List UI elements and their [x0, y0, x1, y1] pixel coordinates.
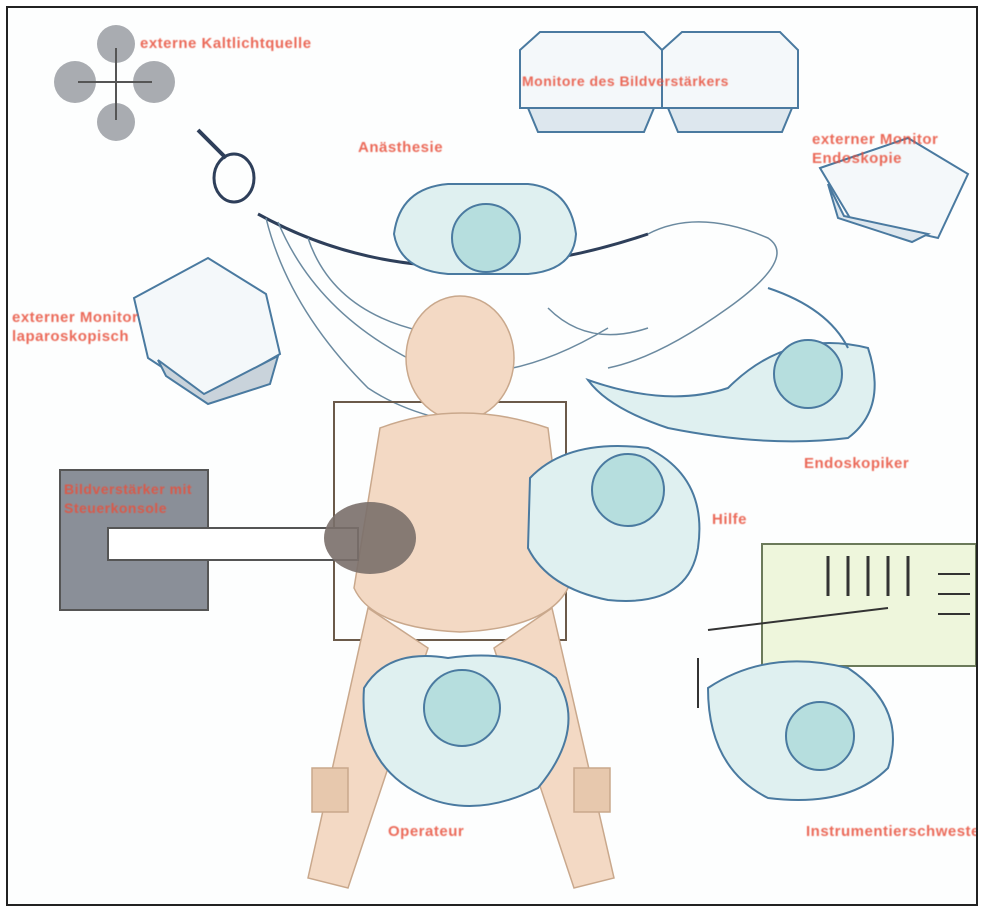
- label-monitor-left: externer Monitor laparoskopisch: [12, 308, 192, 346]
- anesthesia-person: [394, 184, 576, 274]
- instrument-nurse-person: [698, 658, 893, 800]
- label-instrument-nurse: Instrumentierschwester: [806, 822, 978, 841]
- label-endoscopist: Endoskopiker: [804, 454, 909, 473]
- label-amplifier-screens: Monitore des Bildverstärkers: [522, 72, 729, 91]
- or-layout-diagram: externe Kaltlichtquelle Monitore des Bil…: [6, 6, 978, 906]
- label-assistant: Hilfe: [712, 510, 747, 529]
- instrument-table: [708, 544, 976, 666]
- assistant-person: [528, 446, 699, 601]
- endoscopist-person: [588, 288, 875, 441]
- surgeon-person: [364, 656, 569, 807]
- label-image-intensifier: Bildverstärker mit Steuerkonsole: [64, 480, 214, 518]
- label-monitor-right: externer Monitor Endoskopie: [812, 130, 972, 168]
- label-anesthesia: Anästhesie: [358, 138, 443, 157]
- label-surgeon: Operateur: [388, 822, 464, 841]
- label-ceiling-lights: externe Kaltlichtquelle: [140, 34, 312, 53]
